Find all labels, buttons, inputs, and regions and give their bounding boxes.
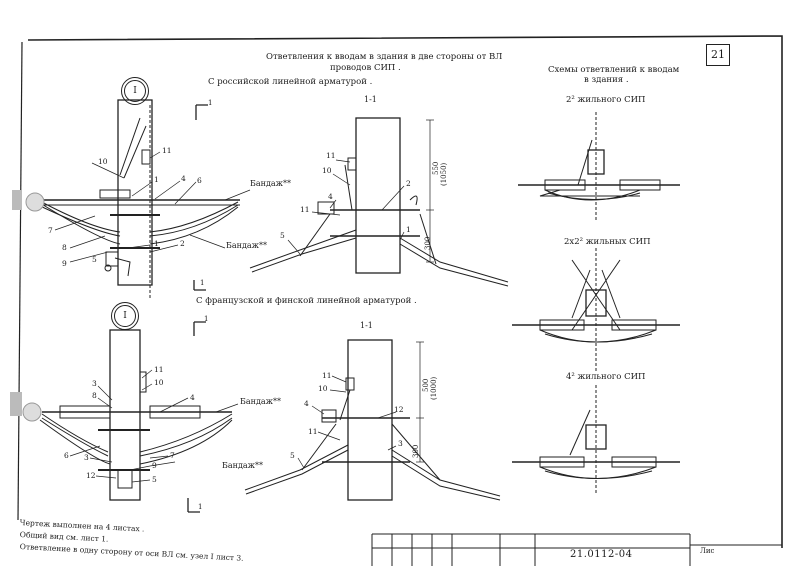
leader-5: 5 [290, 451, 295, 460]
leader-1: 1 [154, 175, 159, 184]
leader-10: 10 [154, 378, 164, 387]
leader-12: 12 [394, 405, 404, 414]
punch-hole [10, 392, 22, 416]
leader-5: 5 [280, 231, 285, 240]
document-code: 21.0112-04 [570, 549, 633, 560]
leader-3: 3 [92, 379, 97, 388]
section-label-upper: 1-1 [364, 95, 377, 104]
label-bandazh: Бандаж** [222, 461, 264, 470]
leader-12: 12 [86, 471, 96, 480]
leader-11: 11 [322, 371, 332, 380]
title-block [371, 533, 782, 566]
leader-3: 3 [84, 453, 89, 462]
leader-2: 2 [180, 239, 185, 248]
leader-5: 5 [152, 475, 157, 484]
leader-11: 11 [154, 365, 164, 374]
leader-3: 3 [398, 439, 403, 448]
leader-11: 11 [326, 151, 336, 160]
leader-9: 9 [62, 259, 67, 268]
view-node-1-french [22, 321, 239, 513]
frame-left-border [17, 41, 23, 521]
section-label-lower: 1-1 [360, 321, 373, 330]
leader-10: 10 [98, 157, 108, 166]
dimension-1000: (1000) [430, 376, 438, 400]
leader-11: 11 [162, 146, 172, 155]
cut-mark-4: 1 [198, 503, 203, 511]
leader-6: 6 [197, 176, 202, 185]
schemes-title-line1: Схемы ответвлений к вводам [548, 65, 680, 75]
leader-4: 4 [190, 393, 195, 402]
leader-4: 4 [181, 174, 186, 183]
leader-10: 10 [318, 384, 328, 393]
dimension-300: 300 [424, 236, 432, 250]
leader-4: 4 [328, 192, 333, 201]
leader-4: 4 [304, 399, 309, 408]
sheet-corner-label: Лис [700, 547, 715, 555]
leader-7: 7 [170, 451, 175, 460]
node-marker-upper: I [121, 77, 149, 105]
view-section-1-1-upper [249, 117, 509, 287]
view-node-1-russian [25, 99, 251, 300]
main-title-line1: Ответвления к вводам в здания в две стор… [266, 52, 503, 62]
leader-1: 1 [406, 225, 411, 234]
dimension-300: 300 [412, 444, 420, 458]
section-b-title: С французской и финской линейной арматур… [196, 296, 417, 306]
label-bandazh: Бандаж** [240, 397, 282, 406]
schemes-title-line2: в здания . [584, 75, 629, 85]
scheme-2-core [518, 112, 680, 220]
scheme-4-core [512, 385, 680, 495]
dimension-550: 550 [432, 161, 440, 175]
leader-8: 8 [62, 243, 67, 252]
cut-mark-1: 1 [208, 99, 213, 107]
leader-6: 6 [64, 451, 69, 460]
cut-mark-3: 1 [204, 315, 209, 323]
frame-border [27, 35, 783, 548]
leader-11: 11 [308, 427, 318, 436]
scheme-label-2: 2х2² жильных СИП [564, 237, 651, 247]
leader-7: 7 [48, 226, 53, 235]
node-marker-lower: I [111, 302, 139, 330]
view-section-1-1-lower [244, 339, 501, 501]
scheme-2x2-core [512, 248, 680, 372]
scheme-label-3: 4² жильного СИП [566, 372, 646, 382]
dimension-1050: (1050) [440, 162, 448, 186]
main-title-line2: проводов СИП . [330, 63, 401, 73]
leader-11: 11 [300, 205, 310, 214]
leader-2: 2 [406, 179, 411, 188]
label-bandazh: Бандаж** [250, 179, 292, 188]
leader-8: 8 [92, 391, 97, 400]
punch-hole [12, 190, 22, 210]
section-a-title: С российской линейной арматурой . [208, 77, 373, 87]
cut-mark-2: 1 [200, 279, 205, 287]
sheet-number: 21 [706, 44, 730, 66]
label-bandazh: Бандаж** [226, 241, 268, 250]
leader-1: 1 [154, 239, 159, 248]
leader-5: 5 [92, 255, 97, 264]
dimension-500: 500 [422, 378, 430, 392]
leader-10: 10 [322, 166, 332, 175]
leader-9: 9 [152, 461, 157, 470]
scheme-label-1: 2² жильного СИП [566, 95, 646, 105]
